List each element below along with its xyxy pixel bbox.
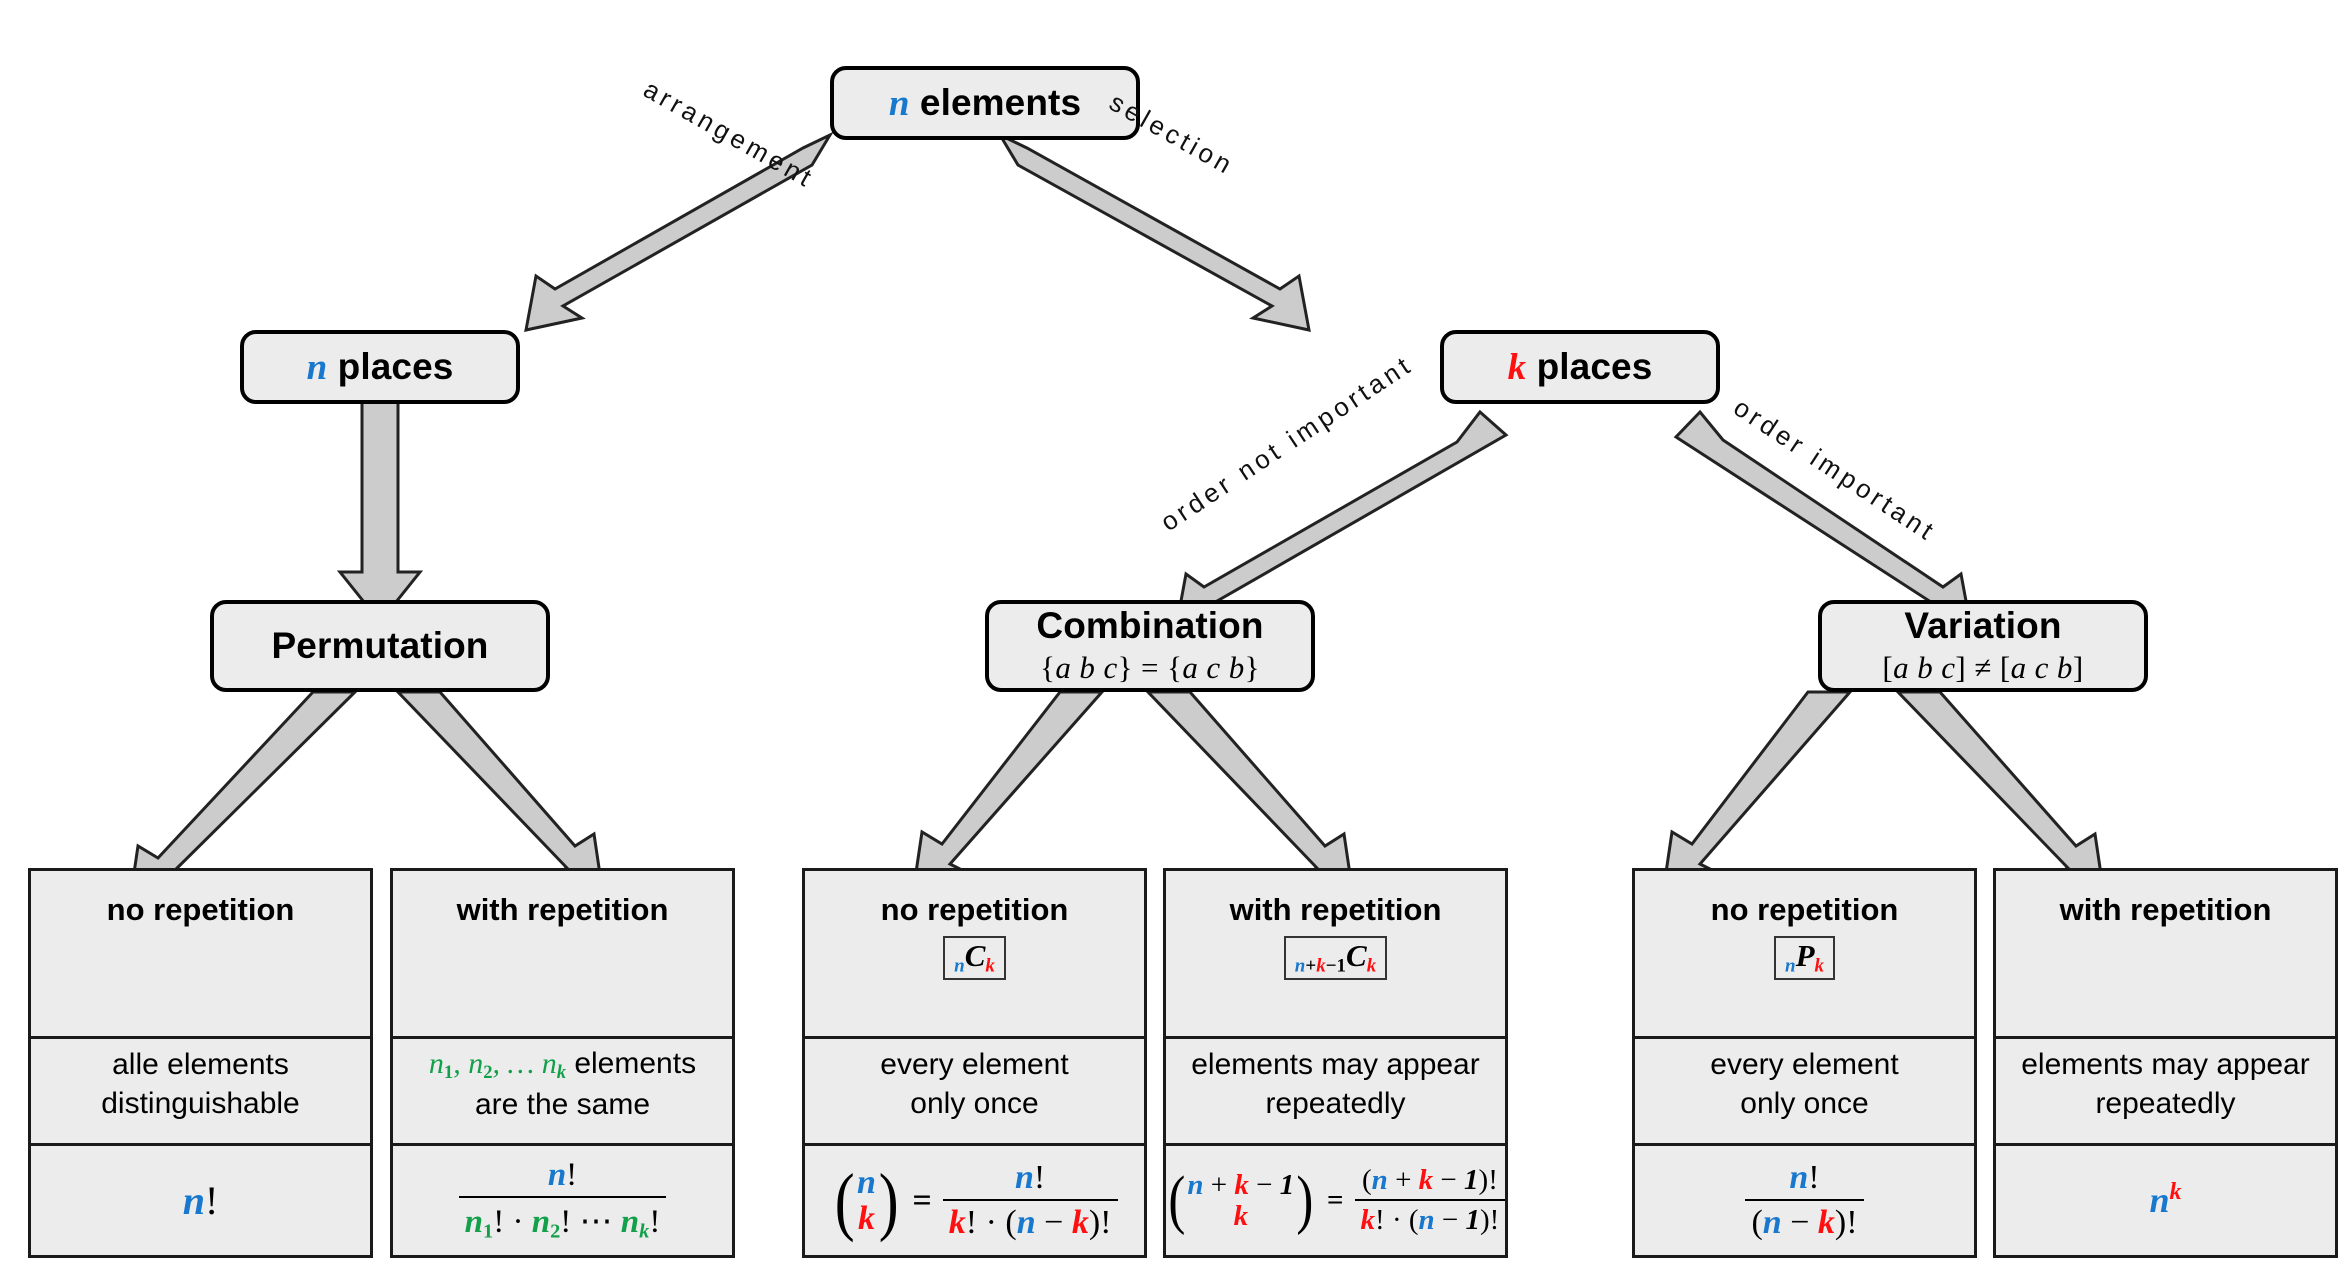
node-combination[interactable]: Combination {a b c} = {a c b} xyxy=(985,600,1315,692)
arrow-variation-to-card5 xyxy=(1662,690,1854,888)
arrow-k-places-to-combination xyxy=(1174,409,1509,630)
node-n-places[interactable]: n places xyxy=(240,330,520,404)
variable-n: n xyxy=(306,346,328,388)
card-notation-box: nPk xyxy=(1773,936,1835,981)
card-header: no repetition xyxy=(1710,892,1899,927)
card-header: no repetition xyxy=(106,892,295,927)
node-permutation[interactable]: Permutation xyxy=(210,600,550,692)
card-formula: n! (n − k)! xyxy=(1635,1143,1974,1255)
card-notation-box: n+k−1Ck xyxy=(1283,936,1388,981)
node-k-places-label: k places xyxy=(1507,345,1653,388)
card-formula: n! n1! · n2! ⋯ nk! xyxy=(393,1143,732,1255)
node-n-places-label: n places xyxy=(306,345,454,388)
node-k-places[interactable]: k places xyxy=(1440,330,1720,404)
card-top-section: no repetition nCk xyxy=(805,871,1144,1039)
node-combination-subtitle: {a b c} = {a c b} xyxy=(1040,650,1260,686)
node-variation-label: Variation xyxy=(1904,604,2062,646)
card-top-section: with repetition xyxy=(393,871,732,1039)
card-notation-box: nCk xyxy=(943,936,1006,981)
card-header: with repetition xyxy=(2059,892,2272,927)
card-formula: n! xyxy=(31,1143,370,1255)
arrow-root-to-k-places xyxy=(996,131,1311,332)
node-variation[interactable]: Variation [a b c] ≠ [a c b] xyxy=(1818,600,2148,692)
arrow-combination-to-card4 xyxy=(1144,690,1354,890)
card-header: no repetition xyxy=(880,892,1069,927)
card-formula: nk xyxy=(1996,1143,2335,1255)
arrow-permutation-to-card2 xyxy=(394,690,604,890)
node-n-elements[interactable]: n elements xyxy=(830,66,1140,140)
card-top-section: with repetition xyxy=(1996,871,2335,1039)
card-formula: ( n + k − 1 k ) = (n + k − 1)! k! · (n −… xyxy=(1166,1143,1506,1255)
variable-k: k xyxy=(1507,346,1527,388)
node-n-elements-label: n elements xyxy=(888,81,1082,124)
card-top-section: no repetition xyxy=(31,871,370,1039)
arrow-n-places-to-permutation xyxy=(336,378,424,625)
arrow-root-to-n-places xyxy=(524,131,834,332)
variable-n: n xyxy=(888,82,910,124)
card-top-section: no repetition nPk xyxy=(1635,871,1974,1039)
card-header: with repetition xyxy=(456,892,669,927)
card-combination-with-repetition[interactable]: with repetition n+k−1Ck elements may app… xyxy=(1163,868,1508,1258)
card-header: with repetition xyxy=(1229,892,1442,927)
arrow-combination-to-card3 xyxy=(912,690,1106,888)
node-permutation-label: Permutation xyxy=(271,625,489,667)
card-top-section: with repetition n+k−1Ck xyxy=(1166,871,1505,1039)
arrow-variation-to-card6 xyxy=(1894,690,2105,890)
node-variation-subtitle: [a b c] ≠ [a c b] xyxy=(1882,650,2084,686)
node-combination-label: Combination xyxy=(1036,604,1264,646)
